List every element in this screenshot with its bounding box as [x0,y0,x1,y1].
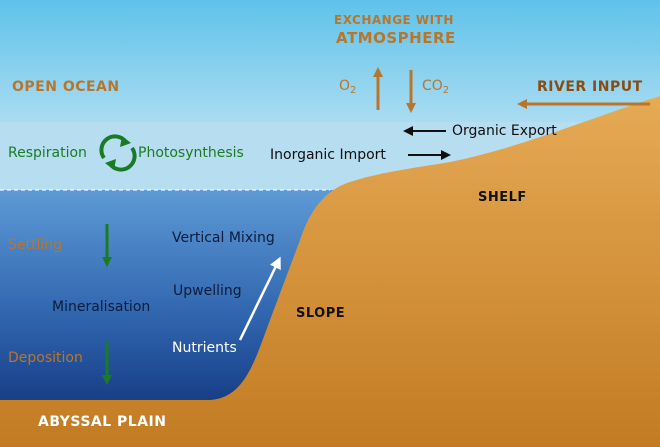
inorganic-import-label: Inorganic Import [270,147,386,163]
o2-label: O2 [339,79,356,96]
co2-label: CO2 [422,79,449,96]
organic-export-label: Organic Export [452,123,557,139]
exchange-with-label: EXCHANGE WITH [334,13,454,27]
o2-subscript: 2 [350,85,357,96]
co2-subscript: 2 [442,85,450,96]
open-ocean-label: OPEN OCEAN [12,79,120,95]
mineralisation-label: Mineralisation [52,299,151,315]
respiration-label: Respiration [8,145,87,161]
atmosphere-label: ATMOSPHERE [336,29,456,47]
deposition-label: Deposition [8,350,83,366]
co2-base: CO [422,78,443,94]
settling-label: Settling [8,237,63,253]
respiration-photosynthesis-cycle-icon [99,134,137,172]
river-input-label: RIVER INPUT [537,79,643,95]
o2-base: O [339,78,351,94]
seafloor-land-shape [0,96,660,447]
abyssal-plain-label: ABYSSAL PLAIN [38,414,167,430]
nutrients-label: Nutrients [172,340,237,356]
atmosphere-area [0,0,660,122]
shelf-label: SHELF [478,190,527,205]
photosynthesis-label: Photosynthesis [138,145,244,161]
upwelling-label: Upwelling [173,283,242,299]
slope-label: SLOPE [296,306,346,321]
nutrients-upwelling-arrow [238,256,281,341]
vertical-mixing-label: Vertical Mixing [172,230,275,246]
